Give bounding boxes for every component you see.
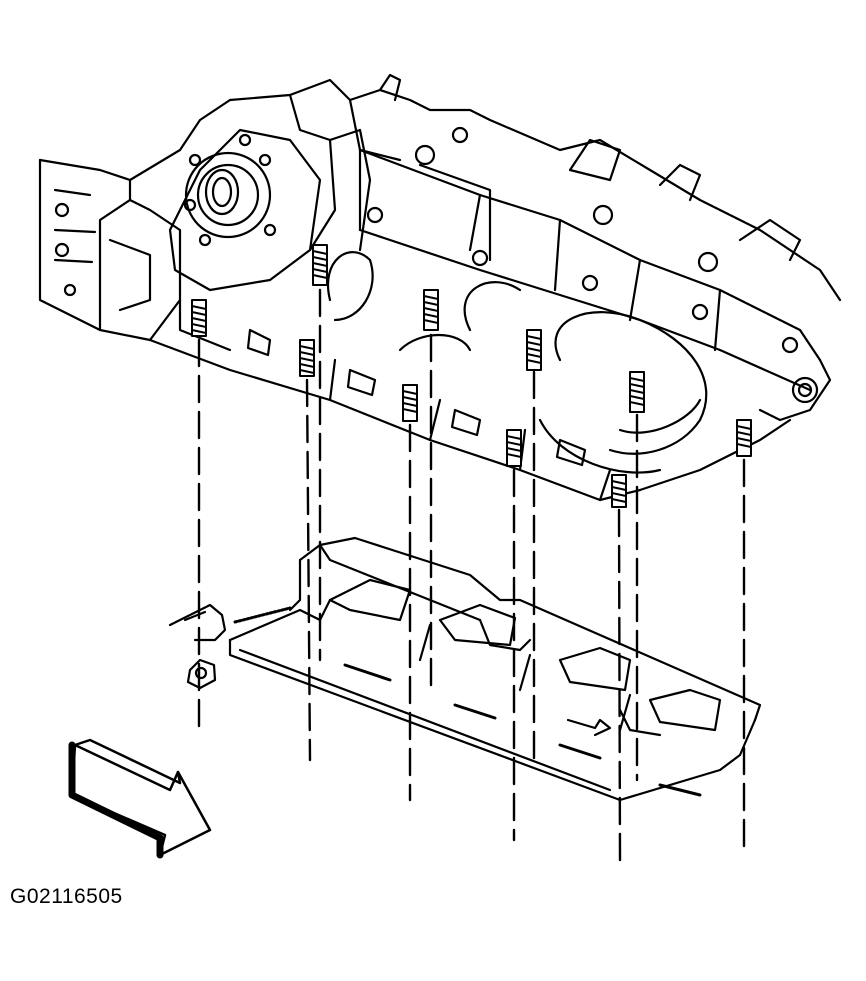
bolt xyxy=(423,289,439,331)
bolt xyxy=(191,299,207,337)
front-direction-arrow-icon xyxy=(68,738,212,859)
bolt xyxy=(312,244,328,286)
oil-deflector-bolts xyxy=(191,244,752,508)
bolt-alignment-lines xyxy=(197,288,746,862)
bolt xyxy=(506,429,522,467)
crankshaft-counterweights xyxy=(327,251,708,474)
crankshaft-oil-deflector xyxy=(228,536,762,802)
bolt xyxy=(526,329,542,371)
deflector-retainer-clip xyxy=(168,603,227,690)
figure-id-label: G02116505 xyxy=(10,885,123,908)
engine-block xyxy=(38,73,842,502)
bolt xyxy=(402,384,418,422)
rear-main-seal-housing xyxy=(168,128,322,292)
bolt xyxy=(736,419,752,457)
bolt xyxy=(299,339,315,377)
bolt xyxy=(629,371,645,413)
bolt xyxy=(611,474,627,508)
